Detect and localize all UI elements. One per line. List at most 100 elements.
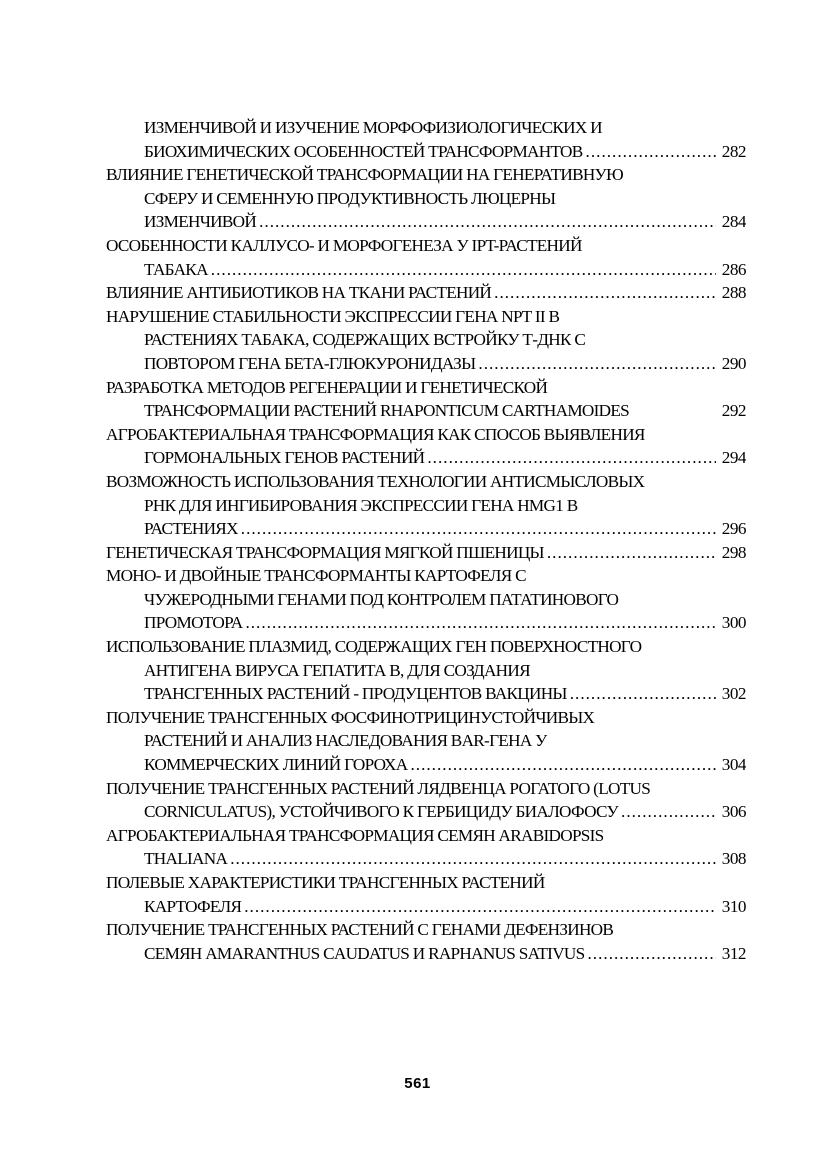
toc-entry-title-line: ВЛИЯНИЕ АНТИБИОТИКОВ НА ТКАНИ РАСТЕНИЙ: [106, 283, 492, 303]
dot-leader: [427, 446, 716, 470]
toc-entry-line: СФЕРУ И СЕМЕННУЮ ПРОДУКТИВНОСТЬ ЛЮЦЕРНЫ: [106, 187, 746, 211]
toc-entry-title-line: THALIANA: [144, 849, 228, 869]
toc-entry-title-line: РАСТЕНИЯХ ТАБАКА, СОДЕРЖАЩИХ ВСТРОЙКУ Т-…: [144, 330, 586, 350]
toc-entry-title-line: ИЗМЕНЧИВОЙ И ИЗУЧЕНИЕ МОРФОФИЗИОЛОГИЧЕСК…: [144, 118, 603, 137]
dot-leader: [586, 140, 716, 164]
toc-entry-title-line: ВЛИЯНИЕ ГЕНЕТИЧЕСКОЙ ТРАНСФОРМАЦИИ НА ГЕ…: [106, 165, 624, 185]
toc-page-number: 290: [721, 353, 746, 373]
toc-entry-title-line: БИОХИМИЧЕСКИХ ОСОБЕННОСТЕЙ ТРАНСФОРМАНТО…: [144, 141, 583, 161]
toc-entry-line: ПОЛУЧЕНИЕ ТРАНСГЕННЫХ РАСТЕНИЙ С ГЕНАМИ …: [106, 918, 746, 942]
toc-page-number: 294: [721, 448, 746, 468]
toc-entry-line: ВЛИЯНИЕ ГЕНЕТИЧЕСКОЙ ТРАНСФОРМАЦИИ НА ГЕ…: [106, 163, 746, 187]
toc-entry-line: КАРТОФЕЛЯ 310: [106, 895, 746, 919]
dot-leader: [259, 210, 716, 234]
dot-leader: [570, 682, 716, 706]
toc-entry-line: CORNICULATUS), УСТОЙЧИВОГО К ГЕРБИЦИДУ Б…: [106, 800, 746, 824]
toc-entry-title-line: КОММЕРЧЕСКИХ ЛИНИЙ ГОРОХА: [144, 755, 408, 775]
toc-entry: ИСПОЛЬЗОВАНИЕ ПЛАЗМИД, СОДЕРЖАЩИХ ГЕН ПО…: [106, 635, 746, 706]
dot-leader: [244, 895, 716, 919]
toc-entry-line: НАРУШЕНИЕ СТАБИЛЬНОСТИ ЭКСПРЕССИИ ГЕНА N…: [106, 305, 746, 329]
toc-entry: ПОЛЕВЫЕ ХАРАКТЕРИСТИКИ ТРАНСГЕННЫХ РАСТЕ…: [106, 871, 746, 918]
toc-entry: ПОЛУЧЕНИЕ ТРАНСГЕННЫХ ФОСФИНОТРИЦИНУСТОЙ…: [106, 706, 746, 777]
toc-entry-line: ПОЛУЧЕНИЕ ТРАНСГЕННЫХ ФОСФИНОТРИЦИНУСТОЙ…: [106, 706, 746, 730]
toc-entry-title-line: СФЕРУ И СЕМЕННУЮ ПРОДУКТИВНОСТЬ ЛЮЦЕРНЫ: [144, 188, 556, 208]
toc-entry-title-line: РНК ДЛЯ ИНГИБИРОВАНИЯ ЭКСПРЕССИИ ГЕНА HM…: [144, 495, 578, 515]
toc-entry-line: ПОЛУЧЕНИЕ ТРАНСГЕННЫХ РАСТЕНИЙ ЛЯДВЕНЦА …: [106, 777, 746, 801]
table-of-contents: ИЗМЕНЧИВОЙ И ИЗУЧЕНИЕ МОРФОФИЗИОЛОГИЧЕСК…: [106, 116, 746, 965]
toc-entry-line: РАСТЕНИЙ И АНАЛИЗ НАСЛЕДОВАНИЯ BAR-ГЕНА …: [106, 729, 746, 753]
toc-page-number: 298: [721, 542, 746, 562]
toc-entry-title-line: ПРОМОТОРА: [144, 613, 243, 633]
toc-entry-line: МОНО- И ДВОЙНЫЕ ТРАНСФОРМАНТЫ КАРТОФЕЛЯ …: [106, 564, 746, 588]
toc-entry: ГЕНЕТИЧЕСКАЯ ТРАНСФОРМАЦИЯ МЯГКОЙ ПШЕНИЦ…: [106, 541, 746, 565]
toc-entry-line: АГРОБАКТЕРИАЛЬНАЯ ТРАНСФОРМАЦИЯ КАК СПОС…: [106, 423, 746, 447]
toc-entry-title-line: ГЕНЕТИЧЕСКАЯ ТРАНСФОРМАЦИЯ МЯГКОЙ ПШЕНИЦ…: [106, 542, 545, 562]
toc-entry-title-line: АГРОБАКТЕРИАЛЬНАЯ ТРАНСФОРМАЦИЯ СЕМЯН AR…: [106, 825, 604, 845]
toc-entry-line: ГЕНЕТИЧЕСКАЯ ТРАНСФОРМАЦИЯ МЯГКОЙ ПШЕНИЦ…: [106, 541, 746, 565]
dot-leader: [494, 281, 716, 305]
toc-entry-line: ВОЗМОЖНОСТЬ ИСПОЛЬЗОВАНИЯ ТЕХНОЛОГИИ АНТ…: [106, 470, 746, 494]
toc-entry-title-line: CORNICULATUS), УСТОЙЧИВОГО К ГЕРБИЦИДУ Б…: [144, 802, 619, 822]
toc-entry-line: АНТИГЕНА ВИРУСА ГЕПАТИТА B, ДЛЯ СОЗДАНИЯ: [106, 659, 746, 683]
toc-entry-line: ТАБАКА 286: [106, 258, 746, 282]
dot-leader: [230, 847, 716, 871]
toc-entry: АГРОБАКТЕРИАЛЬНАЯ ТРАНСФОРМАЦИЯ СЕМЯН AR…: [106, 824, 746, 871]
toc-entry: НАРУШЕНИЕ СТАБИЛЬНОСТИ ЭКСПРЕССИИ ГЕНА N…: [106, 305, 746, 376]
toc-entry-title-line: МОНО- И ДВОЙНЫЕ ТРАНСФОРМАНТЫ КАРТОФЕЛЯ …: [106, 566, 527, 586]
toc-page-number: 286: [721, 259, 746, 279]
dot-leader: [547, 541, 716, 565]
toc-entry-title-line: ОСОБЕННОСТИ КАЛЛУСО- И МОРФОГЕНЕЗА У IPT…: [106, 235, 582, 255]
toc-entry-title-line: РАЗРАБОТКА МЕТОДОВ РЕГЕНЕРАЦИИ И ГЕНЕТИЧ…: [106, 377, 548, 397]
toc-entry-line: ТРАНСГЕННЫХ РАСТЕНИЙ - ПРОДУЦЕНТОВ ВАКЦИ…: [106, 682, 746, 706]
toc-page-number: 292: [721, 401, 746, 421]
dot-leader: [478, 352, 716, 376]
toc-entry-line: THALIANA 308: [106, 847, 746, 871]
toc-entry-line: ИСПОЛЬЗОВАНИЕ ПЛАЗМИД, СОДЕРЖАЩИХ ГЕН ПО…: [106, 635, 746, 659]
toc-entry: ОСОБЕННОСТИ КАЛЛУСО- И МОРФОГЕНЕЗА У IPT…: [106, 234, 746, 281]
dot-leader: [245, 611, 716, 635]
dot-leader: [621, 800, 716, 824]
toc-page-number: 304: [721, 755, 746, 775]
toc-entry-title-line: НАРУШЕНИЕ СТАБИЛЬНОСТИ ЭКСПРЕССИИ ГЕНА N…: [106, 306, 560, 326]
toc-entry-title-line: ИСПОЛЬЗОВАНИЕ ПЛАЗМИД, СОДЕРЖАЩИХ ГЕН ПО…: [106, 637, 642, 657]
toc-entry-line: ТРАНСФОРМАЦИИ РАСТЕНИЙ RHAPONTICUM CARTH…: [106, 399, 746, 423]
toc-entry: АГРОБАКТЕРИАЛЬНАЯ ТРАНСФОРМАЦИЯ КАК СПОС…: [106, 423, 746, 470]
toc-page-number: 296: [721, 519, 746, 539]
toc-entry-title-line: СЕМЯН AMARANTHUS CAUDATUS И RAPHANUS SAT…: [144, 943, 585, 963]
toc-page-number: 302: [721, 684, 746, 704]
toc-page-number: 284: [721, 212, 746, 232]
toc-entry-title-line: ТРАНСФОРМАЦИИ РАСТЕНИЙ RHAPONTICUM CARTH…: [144, 401, 630, 421]
toc-entry: РАЗРАБОТКА МЕТОДОВ РЕГЕНЕРАЦИИ И ГЕНЕТИЧ…: [106, 376, 746, 423]
toc-entry: ВОЗМОЖНОСТЬ ИСПОЛЬЗОВАНИЯ ТЕХНОЛОГИИ АНТ…: [106, 470, 746, 541]
toc-entry-line: БИОХИМИЧЕСКИХ ОСОБЕННОСТЕЙ ТРАНСФОРМАНТО…: [106, 140, 746, 164]
toc-entry-line: ИЗМЕНЧИВОЙ И ИЗУЧЕНИЕ МОРФОФИЗИОЛОГИЧЕСК…: [106, 116, 746, 140]
toc-entry-title-line: АГРОБАКТЕРИАЛЬНАЯ ТРАНСФОРМАЦИЯ КАК СПОС…: [106, 424, 645, 444]
toc-entry-title-line: ВОЗМОЖНОСТЬ ИСПОЛЬЗОВАНИЯ ТЕХНОЛОГИИ АНТ…: [106, 471, 645, 491]
toc-entry-title-line: ПОЛЕВЫЕ ХАРАКТЕРИСТИКИ ТРАНСГЕННЫХ РАСТЕ…: [106, 873, 545, 892]
toc-page-number: 306: [721, 802, 746, 822]
toc-page-number: 312: [721, 943, 746, 963]
toc-entry-title-line: РАСТЕНИЯХ: [144, 519, 238, 539]
toc-entry-title-line: КАРТОФЕЛЯ: [144, 896, 242, 916]
toc-entry-title-line: ПОЛУЧЕНИЕ ТРАНСГЕННЫХ РАСТЕНИЙ С ГЕНАМИ …: [106, 920, 614, 940]
toc-entry: ПОЛУЧЕНИЕ ТРАНСГЕННЫХ РАСТЕНИЙ С ГЕНАМИ …: [106, 918, 746, 965]
toc-entry: ИЗМЕНЧИВОЙ И ИЗУЧЕНИЕ МОРФОФИЗИОЛОГИЧЕСК…: [106, 116, 746, 163]
toc-entry-line: СЕМЯН AMARANTHUS CAUDATUS И RAPHANUS SAT…: [106, 942, 746, 966]
toc-page-number: 310: [721, 896, 746, 916]
toc-entry-line: РАСТЕНИЯХ 296: [106, 517, 746, 541]
toc-entry-title-line: ТРАНСГЕННЫХ РАСТЕНИЙ - ПРОДУЦЕНТОВ ВАКЦИ…: [144, 684, 567, 704]
toc-entry-title-line: ТАБАКА: [144, 259, 208, 279]
toc-entry-line: ОСОБЕННОСТИ КАЛЛУСО- И МОРФОГЕНЕЗА У IPT…: [106, 234, 746, 258]
toc-entry-title-line: ПОЛУЧЕНИЕ ТРАНСГЕННЫХ РАСТЕНИЙ ЛЯДВЕНЦА …: [106, 778, 651, 798]
toc-entry-title-line: ГОРМОНАЛЬНЫХ ГЕНОВ РАСТЕНИЙ: [144, 448, 425, 468]
toc-page-number: 308: [721, 849, 746, 869]
toc-entry-line: АГРОБАКТЕРИАЛЬНАЯ ТРАНСФОРМАЦИЯ СЕМЯН AR…: [106, 824, 746, 848]
page-number: 561: [404, 1075, 431, 1092]
toc-entry-line: ПОЛЕВЫЕ ХАРАКТЕРИСТИКИ ТРАНСГЕННЫХ РАСТЕ…: [106, 871, 746, 895]
toc-entry-title-line: ЧУЖЕРОДНЫМИ ГЕНАМИ ПОД КОНТРОЛЕМ ПАТАТИН…: [144, 589, 619, 609]
toc-entry-line: ПРОМОТОРА300: [106, 611, 746, 635]
toc-entry-title-line: ПОВТОРОМ ГЕНА БЕТА-ГЛЮКУРОНИДАЗЫ: [144, 353, 476, 373]
toc-entry-line: КОММЕРЧЕСКИХ ЛИНИЙ ГОРОХА 304: [106, 753, 746, 777]
dot-leader: [241, 517, 716, 541]
toc-entry: МОНО- И ДВОЙНЫЕ ТРАНСФОРМАНТЫ КАРТОФЕЛЯ …: [106, 564, 746, 635]
